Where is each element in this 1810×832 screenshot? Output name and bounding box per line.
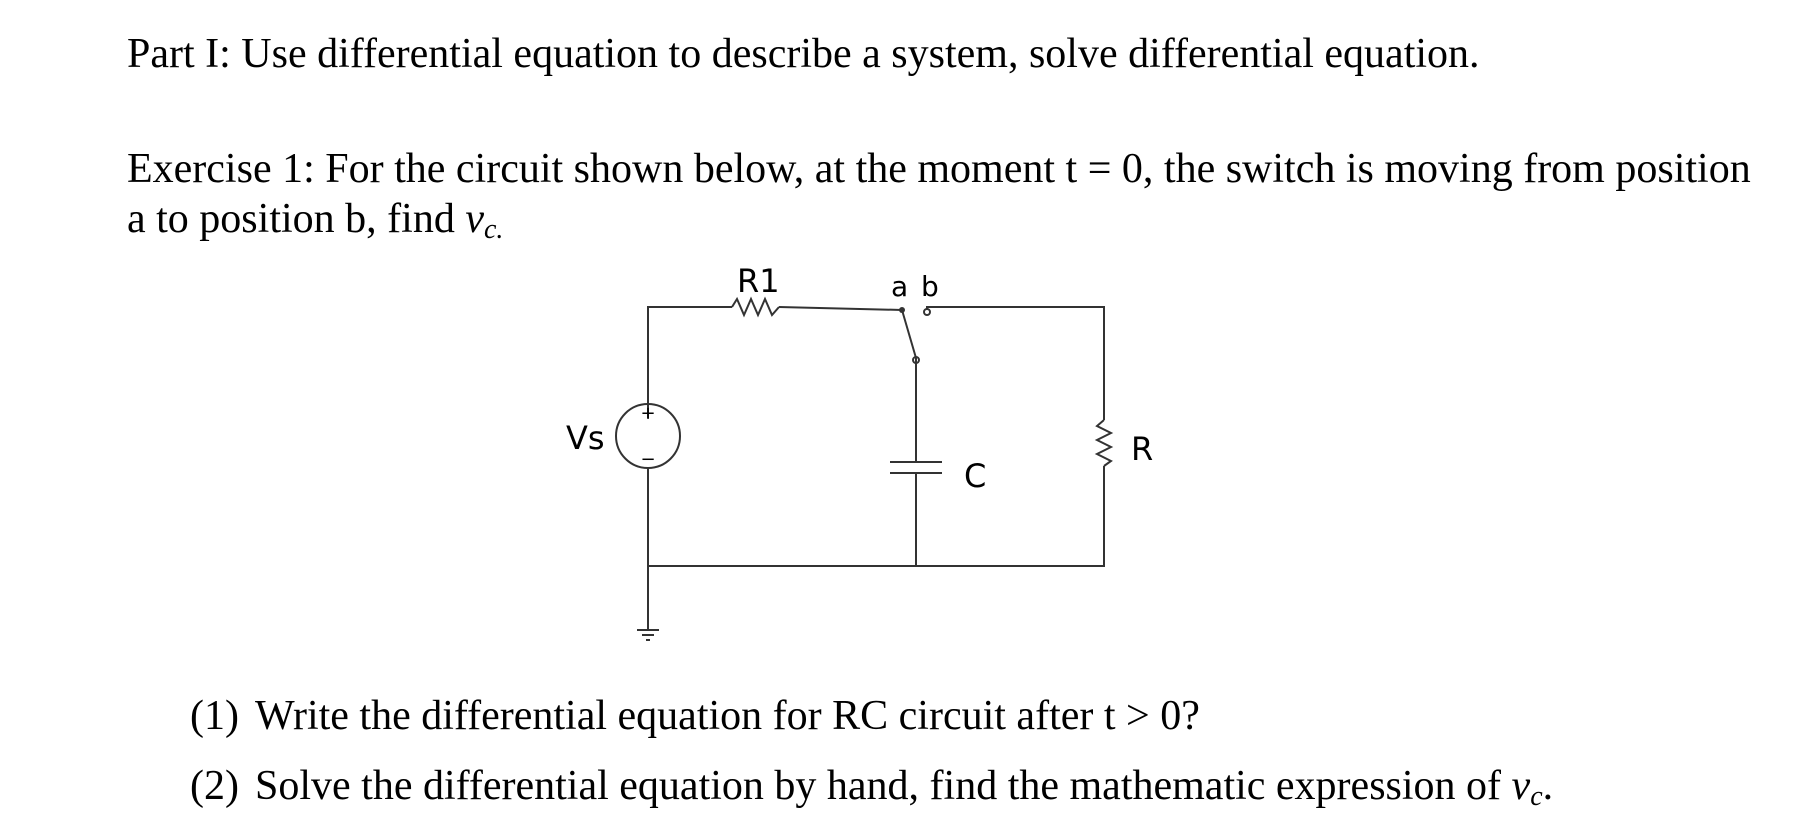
part-title: Part I: Use differential equation to des…: [127, 31, 1480, 77]
wire-b-to-r: [926, 306, 1105, 420]
switch-contact-b: [923, 308, 931, 316]
question-text: Solve the differential equation by hand,…: [255, 763, 1512, 809]
vs-label: Vs: [566, 419, 605, 457]
vc-variable: v: [1511, 763, 1531, 809]
vc-subscript: c: [1530, 781, 1543, 812]
r1-label: R1: [737, 262, 780, 300]
exercise-text-prefix: a to position b, find: [127, 196, 466, 242]
source-minus-sign: −: [640, 449, 655, 470]
question-text: Write the differential equation for RC c…: [255, 693, 1200, 739]
wire-r1-to-a: [778, 306, 903, 311]
exercise-text-line1: Exercise 1: For the circuit shown below,…: [127, 146, 1751, 192]
switch-label-b: b: [921, 270, 939, 303]
resistor-r1: [731, 296, 780, 318]
source-plus-sign: +: [640, 403, 655, 424]
question-suffix: .: [1542, 763, 1554, 809]
question-number: (2): [190, 763, 239, 809]
question-2: (2) Solve the differential equation by ha…: [190, 762, 1553, 821]
resistor-r-label: R: [1131, 430, 1153, 468]
wire-source-to-r1: [647, 306, 732, 418]
switch-contact-a: [899, 307, 905, 313]
switch-blade: [901, 309, 917, 359]
exercise-text-line2: a to position b, find vc.: [127, 195, 503, 254]
ground-symbol: [637, 629, 659, 641]
capacitor-label: C: [964, 457, 986, 495]
switch-label-a: a: [891, 270, 908, 303]
switch-pivot: [912, 356, 920, 364]
resistor-r: [1094, 419, 1114, 467]
question-number: (1): [190, 693, 239, 739]
vc-variable: v: [465, 196, 484, 242]
vc-subscript: c.: [483, 214, 504, 245]
capacitor-plates: [890, 461, 942, 474]
wire-bottom: [648, 466, 1105, 567]
question-1: (1) Write the differential equation for R…: [190, 692, 1200, 740]
